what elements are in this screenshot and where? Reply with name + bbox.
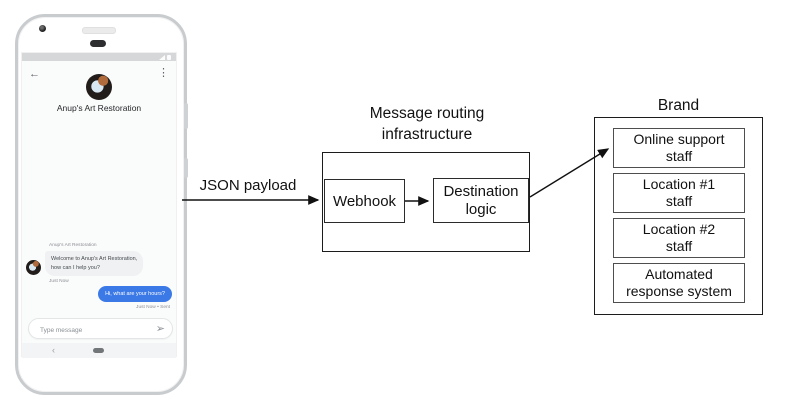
brand-item-line1: Location #2 (642, 220, 716, 237)
brand-item-location-2: Location #2 staff (613, 218, 745, 258)
power-button (184, 158, 188, 178)
chat-title: Anup's Art Restoration (56, 103, 142, 113)
routing-title: Message routing infrastructure (327, 103, 527, 145)
brand-item-line1: Location #1 (642, 175, 716, 192)
json-payload-label: JSON payload (199, 177, 297, 194)
routing-title-line1: Message routing (369, 105, 485, 122)
front-camera-icon (39, 25, 46, 32)
phone-screen: ← ⋮ Anup's Art Restoration Anup's Art Re… (21, 52, 177, 358)
brand-item-line2: staff (665, 238, 693, 254)
message-avatar (26, 260, 41, 275)
back-arrow-icon[interactable]: ← (29, 68, 40, 80)
outgoing-timestamp: Just Now • Sent (136, 305, 170, 310)
android-nav-bar: ‹ (22, 343, 176, 358)
brand-item-location-1: Location #1 staff (613, 173, 745, 213)
status-bar (22, 53, 176, 61)
battery-icon (167, 54, 171, 60)
brand-item-automated-response: Automated response system (613, 263, 745, 303)
message-input[interactable] (38, 322, 147, 338)
destination-line1: Destination (443, 182, 519, 200)
incoming-message-line1: Welcome to Anup's Art Restoration, (51, 256, 138, 262)
incoming-message-line2: how can I help you? (51, 264, 100, 271)
message-composer[interactable]: ➢ (28, 318, 173, 339)
brand-title: Brand (657, 97, 700, 114)
kebab-menu-icon[interactable]: ⋮ (158, 67, 169, 79)
brand-item-line1: Automated (645, 265, 713, 282)
volume-button (184, 103, 188, 129)
nav-back-icon[interactable]: ‹ (52, 345, 55, 355)
chat-header: ← ⋮ Anup's Art Restoration (22, 61, 176, 114)
destination-logic-box: Destination logic (433, 178, 529, 223)
phone-mockup: ← ⋮ Anup's Art Restoration Anup's Art Re… (15, 14, 188, 395)
incoming-message-bubble: Welcome to Anup's Art Restoration, how c… (45, 251, 144, 277)
brand-item-line2: response system (626, 283, 732, 299)
brand-avatar (86, 74, 112, 100)
webhook-box: Webhook (324, 179, 405, 223)
home-button[interactable] (93, 348, 104, 353)
incoming-timestamp: Just Now (49, 279, 69, 284)
earpiece-speaker (90, 40, 106, 47)
brand-item-line2: staff (665, 193, 693, 209)
incoming-sender-label: Anup's Art Restoration (49, 243, 97, 248)
destination-line2: logic (465, 200, 497, 218)
routing-title-line2: infrastructure (381, 126, 473, 143)
brand-item-line2: staff (665, 148, 693, 164)
send-icon[interactable]: ➢ (155, 323, 165, 335)
speaker-grille (82, 27, 116, 34)
brand-item-line1: Online support (633, 130, 725, 147)
signal-icon (159, 55, 165, 60)
outgoing-message-bubble: Hi, what are your hours? (98, 286, 172, 302)
brand-item-online-support: Online support staff (613, 128, 745, 168)
